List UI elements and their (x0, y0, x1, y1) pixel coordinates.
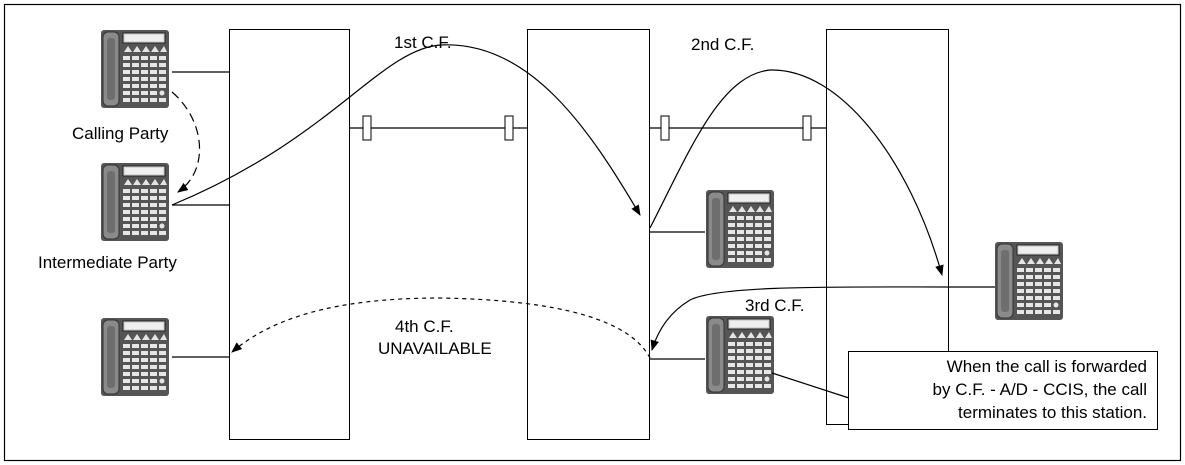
cf3-label: 3rd C.F. (745, 296, 805, 315)
callout-line-1: When the call is forwarded (946, 357, 1147, 376)
pbx-box-2 (527, 29, 650, 440)
telephone-icon (705, 315, 775, 395)
trunk-marker (802, 115, 812, 141)
pbx-box-1 (229, 29, 350, 440)
telephone-icon (100, 162, 170, 242)
arrow-initial-call (171, 91, 200, 193)
telephone-icon (994, 241, 1064, 321)
telephone-icon (100, 317, 170, 397)
trunk-marker (504, 115, 514, 141)
trunk-marker (660, 115, 670, 141)
calling-party-label: Calling Party (72, 124, 169, 143)
intermediate-party-label: Intermediate Party (38, 253, 177, 272)
callout-line-2: by C.F. - A/D - CCIS, the call (932, 380, 1147, 399)
cf4-label: 4th C.F. (395, 317, 454, 336)
callout-pointer (771, 372, 850, 399)
arrow-4th-cf (231, 297, 651, 359)
arrow-1st-cf (171, 44, 641, 216)
telephone-icon (100, 29, 170, 109)
outer-frame (3, 3, 1182, 462)
arrow-2nd-cf (649, 69, 944, 277)
callout-box: When the call is forwarded by C.F. - A/D… (848, 351, 1158, 430)
arrow-3rd-cf (650, 286, 950, 352)
telephone-icon (705, 189, 775, 269)
trunk-marker (362, 115, 372, 141)
cf1-label: 1st C.F. (394, 33, 452, 52)
unavailable-label: UNAVAILABLE (378, 339, 492, 358)
cf2-label: 2nd C.F. (691, 35, 755, 54)
callout-line-3: terminates to this station. (958, 403, 1147, 422)
